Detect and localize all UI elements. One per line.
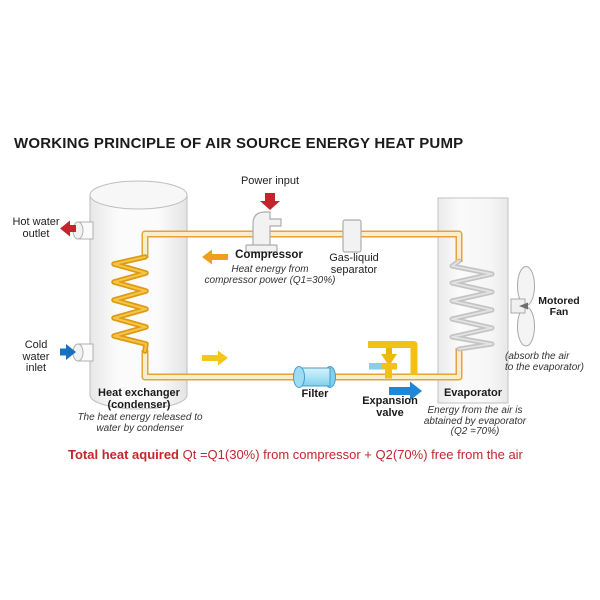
expansion-valve-shape (368, 341, 418, 379)
cold-water-inlet-label: Cold water inlet (22, 339, 50, 374)
total-heat-summary-rest: Qt =Q1(30%) from compressor + Q2(70%) fr… (179, 447, 523, 462)
compressor-note: Heat energy from compressor power (Q1=30… (204, 264, 336, 286)
water-tank (89, 180, 188, 410)
compressor-flow-arrow-icon (202, 249, 228, 265)
gas-liquid-separator-shape (342, 219, 362, 253)
compressor-shape (245, 211, 282, 253)
evaporator-box (437, 197, 509, 404)
expansion-valve-label: Expansion valve (362, 395, 418, 419)
evaporator-label: Evaporator (443, 387, 503, 399)
hot-water-outlet-label: Hot water outlet (12, 216, 60, 240)
heat-exchanger-note: The heat energy released to water by con… (77, 412, 203, 434)
evaporator-coil (449, 258, 495, 352)
condenser-coil (111, 254, 149, 354)
hot-water-arrow-icon (60, 220, 76, 237)
cold-water-arrow-icon (60, 344, 76, 360)
heat-exchanger-label: Heat exchanger (condenser) (98, 387, 180, 411)
filter-shape (293, 366, 336, 388)
page-title: WORKING PRINCIPLE OF AIR SOURCE ENERGY H… (14, 135, 464, 152)
absorb-air-note: (absorb the air to the evaporator) (505, 351, 584, 373)
total-heat-summary: Total heat aquired Qt =Q1(30%) from comp… (68, 447, 568, 462)
gas-liquid-separator-label: Gas-liquid separator (329, 252, 379, 276)
fan-shape (510, 266, 535, 347)
compressor-label: Compressor (235, 249, 303, 261)
cold-water-nozzle (72, 343, 94, 362)
expansion-flow-arrow-icon (389, 381, 422, 401)
power-input-label: Power input (240, 175, 300, 187)
filter-label: Filter (301, 388, 329, 400)
total-heat-summary-bold: Total heat aquired (68, 447, 179, 462)
bottom-flow-arrow-icon (202, 350, 228, 366)
power-input-arrow-icon (260, 193, 280, 210)
hot-water-nozzle (72, 221, 94, 240)
motored-fan-label: Motored Fan (538, 295, 580, 318)
evaporator-note: Energy from the air is abtained by evapo… (423, 405, 527, 438)
